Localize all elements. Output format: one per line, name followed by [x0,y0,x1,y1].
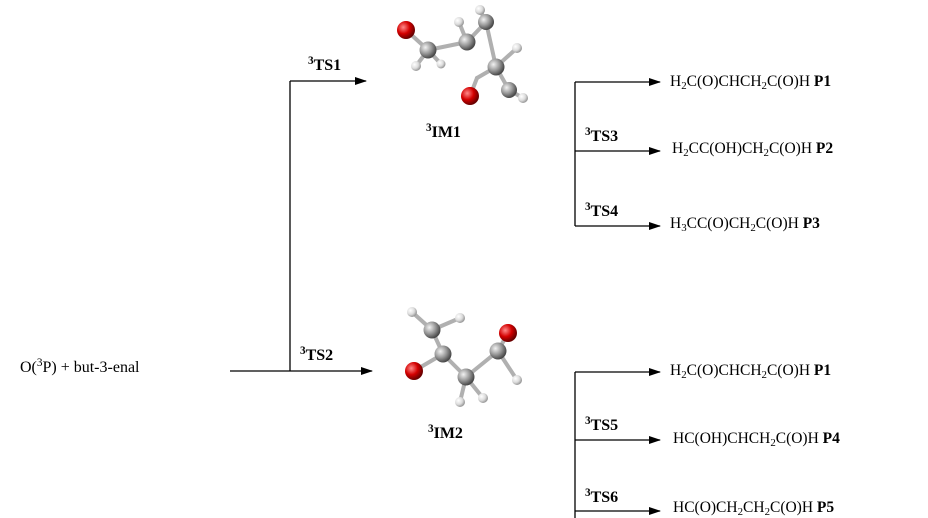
ts5-label: 3TS5 [585,415,619,434]
im2-molecule [405,307,522,407]
reactant-label: O(3P) + but-3-enal [20,357,140,376]
ts2-label: 3TS2 [300,345,334,364]
im1-molecule [397,5,528,105]
product-im1-p2: H2CC(OH)CH2C(O)H P2 [672,140,834,159]
ts1-label: 3TS1 [308,55,342,74]
product-im2-p5: HC(O)CH2CH2C(O)H P5 [673,499,835,518]
im2-label: 3IM2 [428,423,463,442]
product-im1-p3: H3CC(O)CH2C(O)H P3 [670,215,820,234]
ts4-label: 3TS4 [585,201,619,220]
product-im1-p1: H2C(O)CHCH2C(O)H P1 [670,73,832,92]
product-im2-p4: HC(OH)CHCH2C(O)H P4 [673,430,840,449]
im1-label: 3IM1 [426,122,461,141]
product-im2-p1: H2C(O)CHCH2C(O)H P1 [670,362,832,381]
ts6-label: 3TS6 [585,487,619,506]
ts3-label: 3TS3 [585,126,619,145]
